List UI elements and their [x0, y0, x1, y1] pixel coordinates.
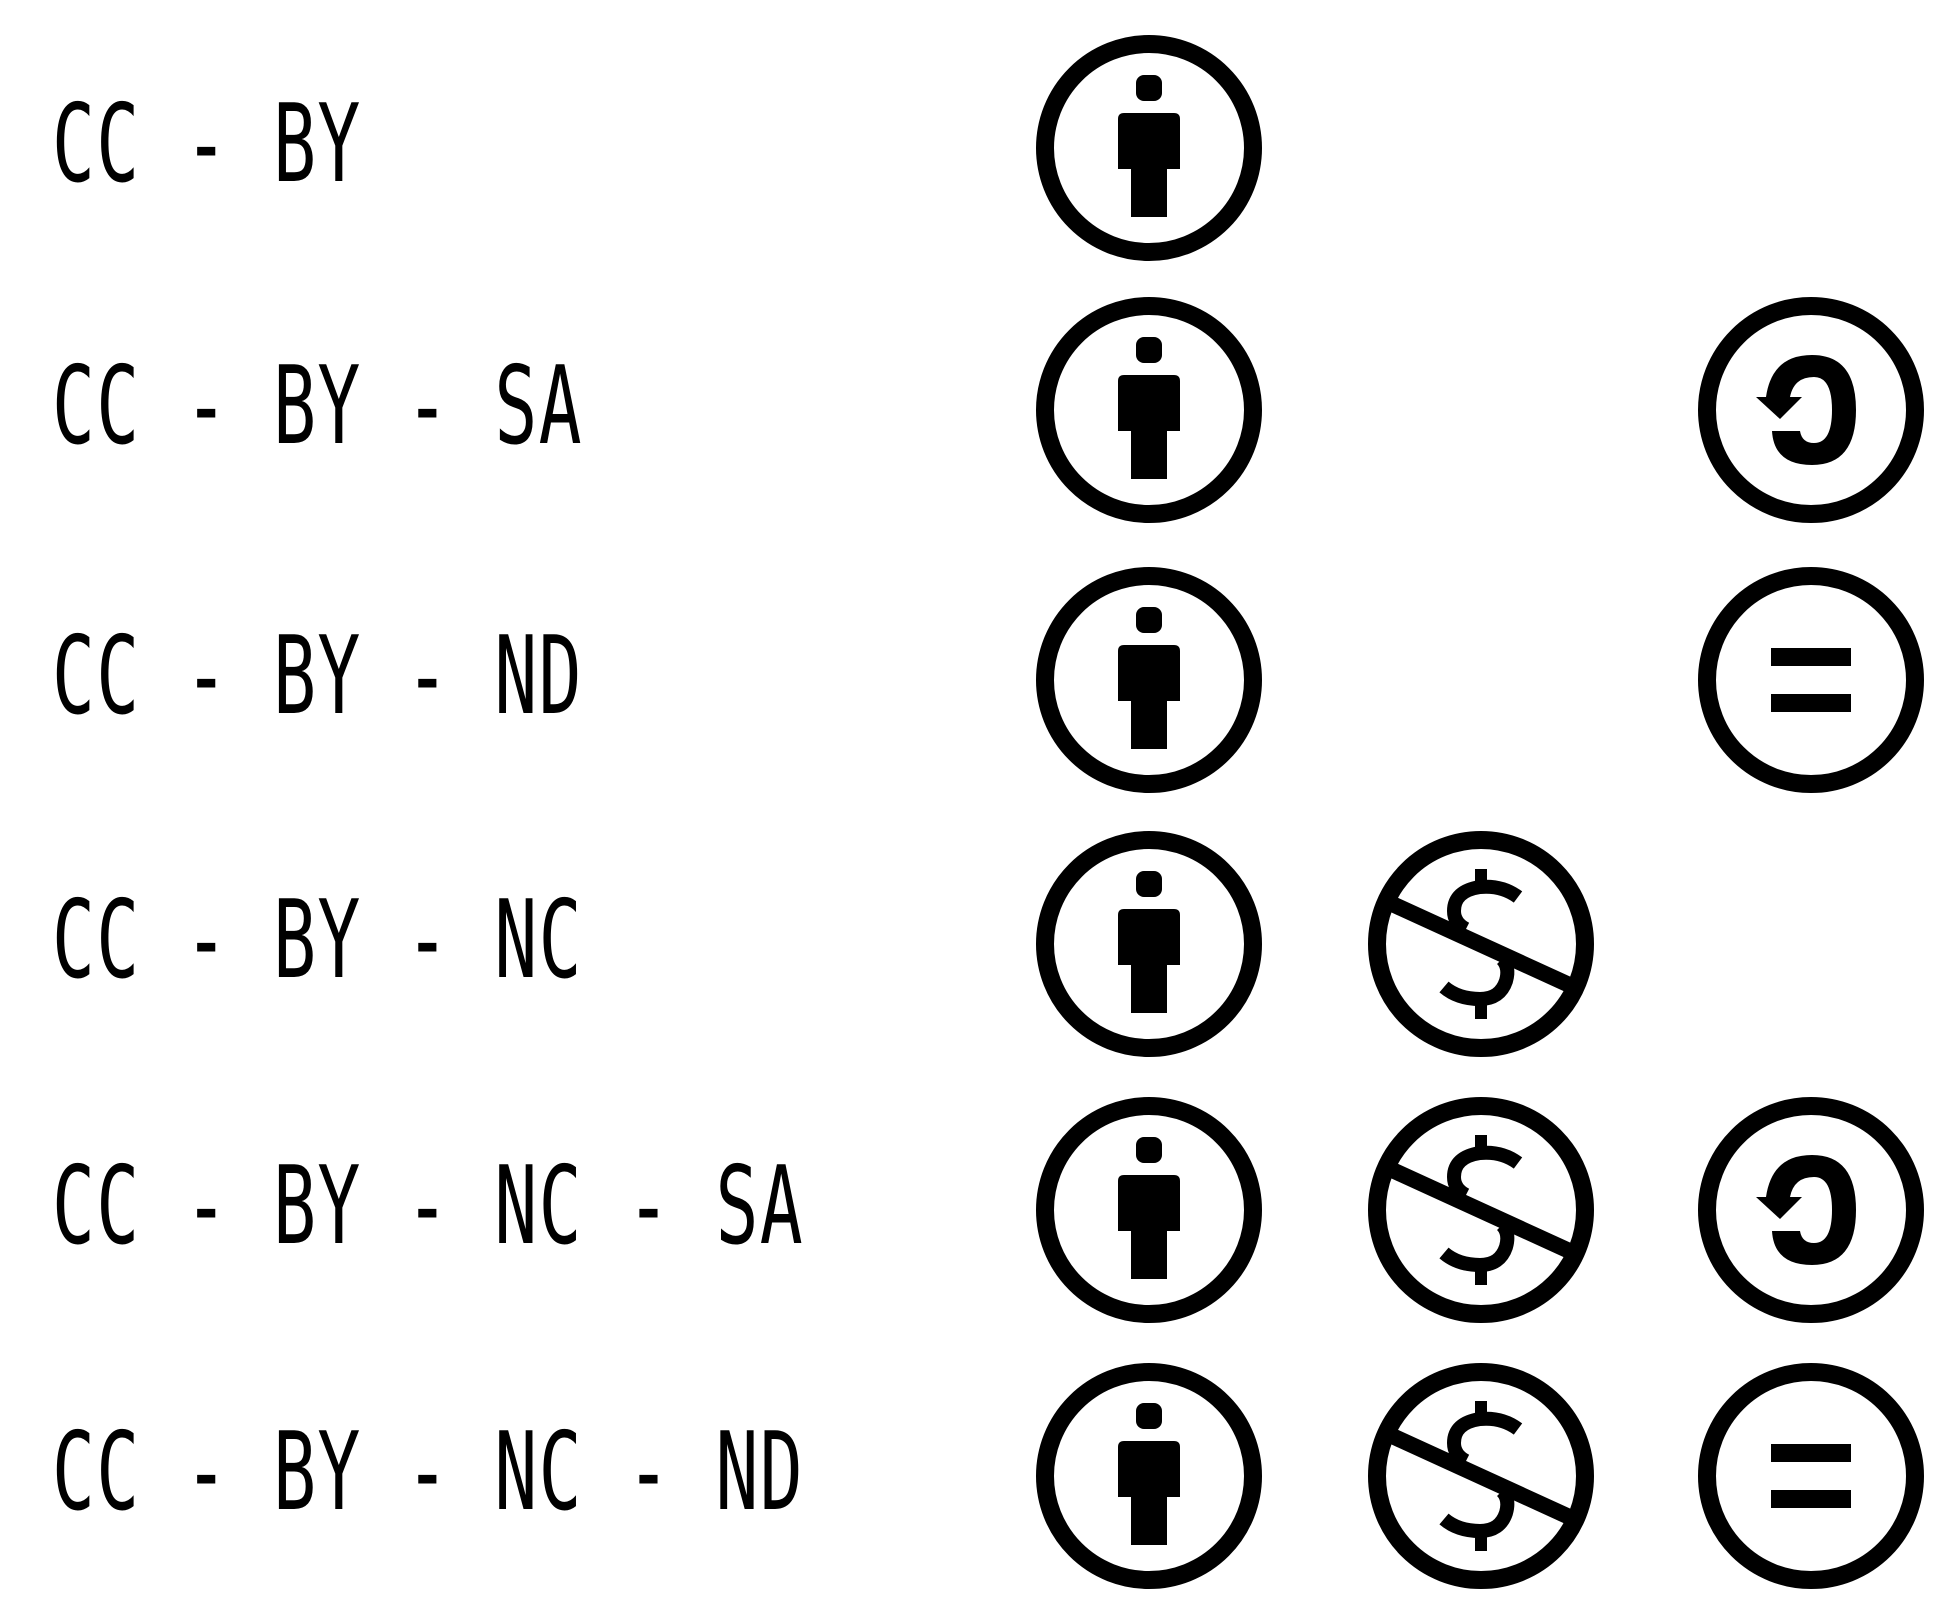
- nd-icon: [1698, 567, 1924, 793]
- by-icon: [1036, 567, 1262, 793]
- license-row-cc-by-nc-sa: CC - BY - NC - SA: [0, 1094, 1956, 1326]
- nc-icon: [1368, 1097, 1594, 1323]
- by-icon: [1036, 297, 1262, 523]
- license-row-cc-by-nc-nd: CC - BY - NC - ND: [0, 1360, 1956, 1592]
- sa-icon: [1698, 297, 1924, 523]
- by-icon: [1036, 1363, 1262, 1589]
- nd-icon: [1698, 1363, 1924, 1589]
- sa-icon: [1698, 1097, 1924, 1323]
- license-label: CC - BY - ND: [52, 614, 583, 739]
- nc-icon: [1368, 831, 1594, 1057]
- license-row-cc-by-nd: CC - BY - ND: [0, 564, 1956, 796]
- license-label: CC - BY - NC - SA: [52, 1144, 804, 1269]
- license-label: CC - BY: [52, 82, 362, 207]
- license-label: CC - BY - NC - ND: [52, 1410, 804, 1535]
- license-label: CC - BY - NC: [52, 878, 583, 1003]
- by-icon: [1036, 35, 1262, 261]
- license-row-cc-by-sa: CC - BY - SA: [0, 294, 1956, 526]
- license-label: CC - BY - SA: [52, 344, 583, 469]
- nc-icon: [1368, 1363, 1594, 1589]
- license-row-cc-by: CC - BY: [0, 32, 1956, 264]
- license-row-cc-by-nc: CC - BY - NC: [0, 828, 1956, 1060]
- by-icon: [1036, 831, 1262, 1057]
- by-icon: [1036, 1097, 1262, 1323]
